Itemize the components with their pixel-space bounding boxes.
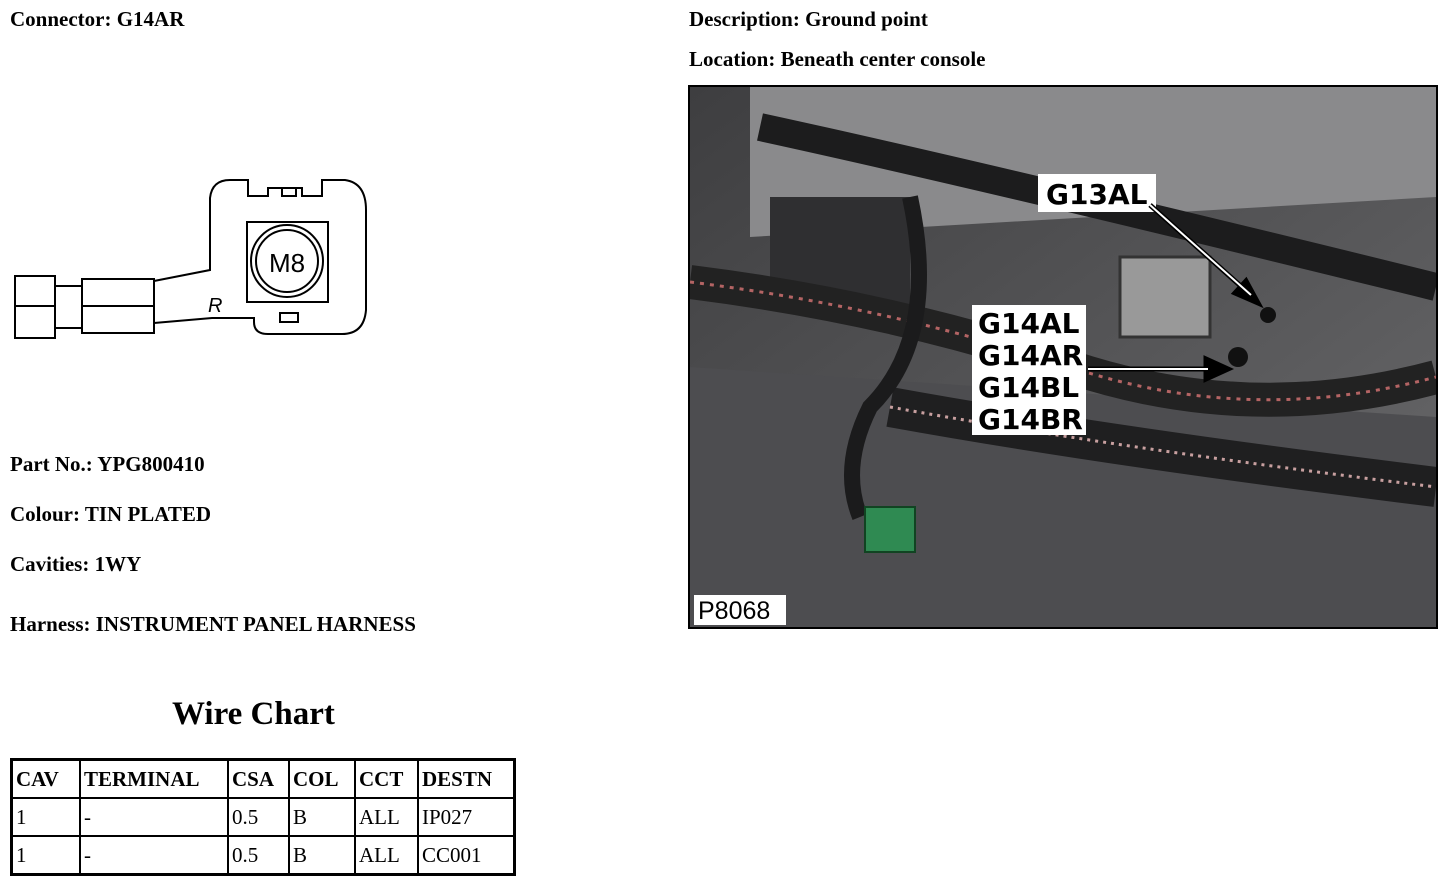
header-cav: CAV [10,758,81,799]
photo-reference: P8068 [698,597,770,625]
photo-label-g14ar: G14AR [978,339,1083,372]
description-label: Description: Ground point [689,7,928,31]
location-label: Location: Beneath center console [689,47,986,71]
wire-chart-table: CAV TERMINAL CSA COL CCT DESTN 1 - 0.5 B… [10,758,516,876]
cell-csa: 0.5 [227,835,290,876]
header-destn: DESTN [417,758,516,799]
photo-label-g13al: G13AL [1046,178,1148,211]
photo-label-g14al: G14AL [978,307,1080,340]
colour-label: Colour: TIN PLATED [10,502,212,526]
cell-terminal: - [79,797,229,837]
header-cct: CCT [354,758,419,799]
part-no-label: Part No.: YPG800410 [10,452,205,476]
cell-cct: ALL [354,797,419,837]
cell-destn: IP027 [417,797,516,837]
cell-csa: 0.5 [227,797,290,837]
connector-label: Connector: G14AR [10,7,185,31]
stud-size-text: M8 [269,248,305,278]
photo-label-g14br: G14BR [978,403,1083,436]
connector-diagram: M8 R [14,179,367,339]
cell-col: B [288,835,356,876]
cell-col: B [288,797,356,837]
location-photo: G13AL G14AL G14AR G14BL G14BR P8068 [688,85,1438,629]
cell-cav: 1 [10,797,81,837]
table-row: 1 - 0.5 B ALL IP027 [10,797,516,837]
cell-cav: 1 [10,835,81,876]
wire-chart-title: Wire Chart [172,696,335,732]
table-header-row: CAV TERMINAL CSA COL CCT DESTN [10,758,516,799]
cell-cct: ALL [354,835,419,876]
orientation-mark: R [208,295,222,317]
harness-label: Harness: INSTRUMENT PANEL HARNESS [10,612,416,636]
header-csa: CSA [227,758,290,799]
cell-destn: CC001 [417,835,516,876]
table-row: 1 - 0.5 B ALL CC001 [10,835,516,876]
cavities-label: Cavities: 1WY [10,552,142,576]
header-terminal: TERMINAL [79,758,229,799]
photo-label-g14bl: G14BL [978,371,1079,404]
header-col: COL [288,758,356,799]
cell-terminal: - [79,835,229,876]
